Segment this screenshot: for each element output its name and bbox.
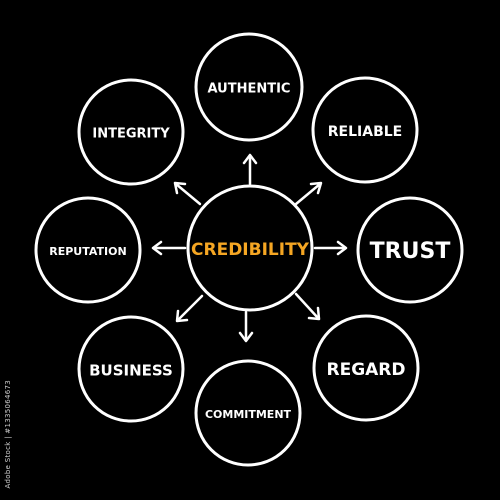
node-commitment-label: COMMITMENT [205,408,292,421]
center-circle [186,184,314,312]
arrow-to-commitment [238,310,254,343]
node-reputation: REPUTATION [34,196,142,304]
node-integrity: INTEGRITY [77,78,185,186]
node-trust-label: TRUST [370,239,451,264]
arrow-to-business [175,294,204,323]
center-label: CREDIBILITY [191,240,310,260]
node-trust: TRUST [356,196,464,304]
node-reputation-label: REPUTATION [49,245,126,258]
connector-arrows [151,153,348,343]
node-reliable: RELIABLE [311,76,419,184]
arrow-to-integrity [173,181,202,206]
node-regard: REGARD [312,314,420,422]
arrow-to-regard [294,292,321,321]
stock-credit: Adobe Stock | #1335064673 [4,380,12,489]
node-integrity-label: INTEGRITY [92,127,170,142]
arrow-to-reputation [151,240,187,256]
node-business-label: BUSINESS [89,362,173,380]
node-authentic-label: AUTHENTIC [208,82,291,97]
arrow-to-reliable [294,181,323,206]
node-commitment: COMMITMENT [194,359,302,467]
node-business: BUSINESS [77,315,185,423]
node-regard-label: REGARD [326,360,405,380]
arrow-to-trust [313,240,348,256]
node-authentic: AUTHENTIC [194,32,304,142]
node-reliable-label: RELIABLE [328,124,402,140]
arrow-to-authentic [242,153,258,186]
